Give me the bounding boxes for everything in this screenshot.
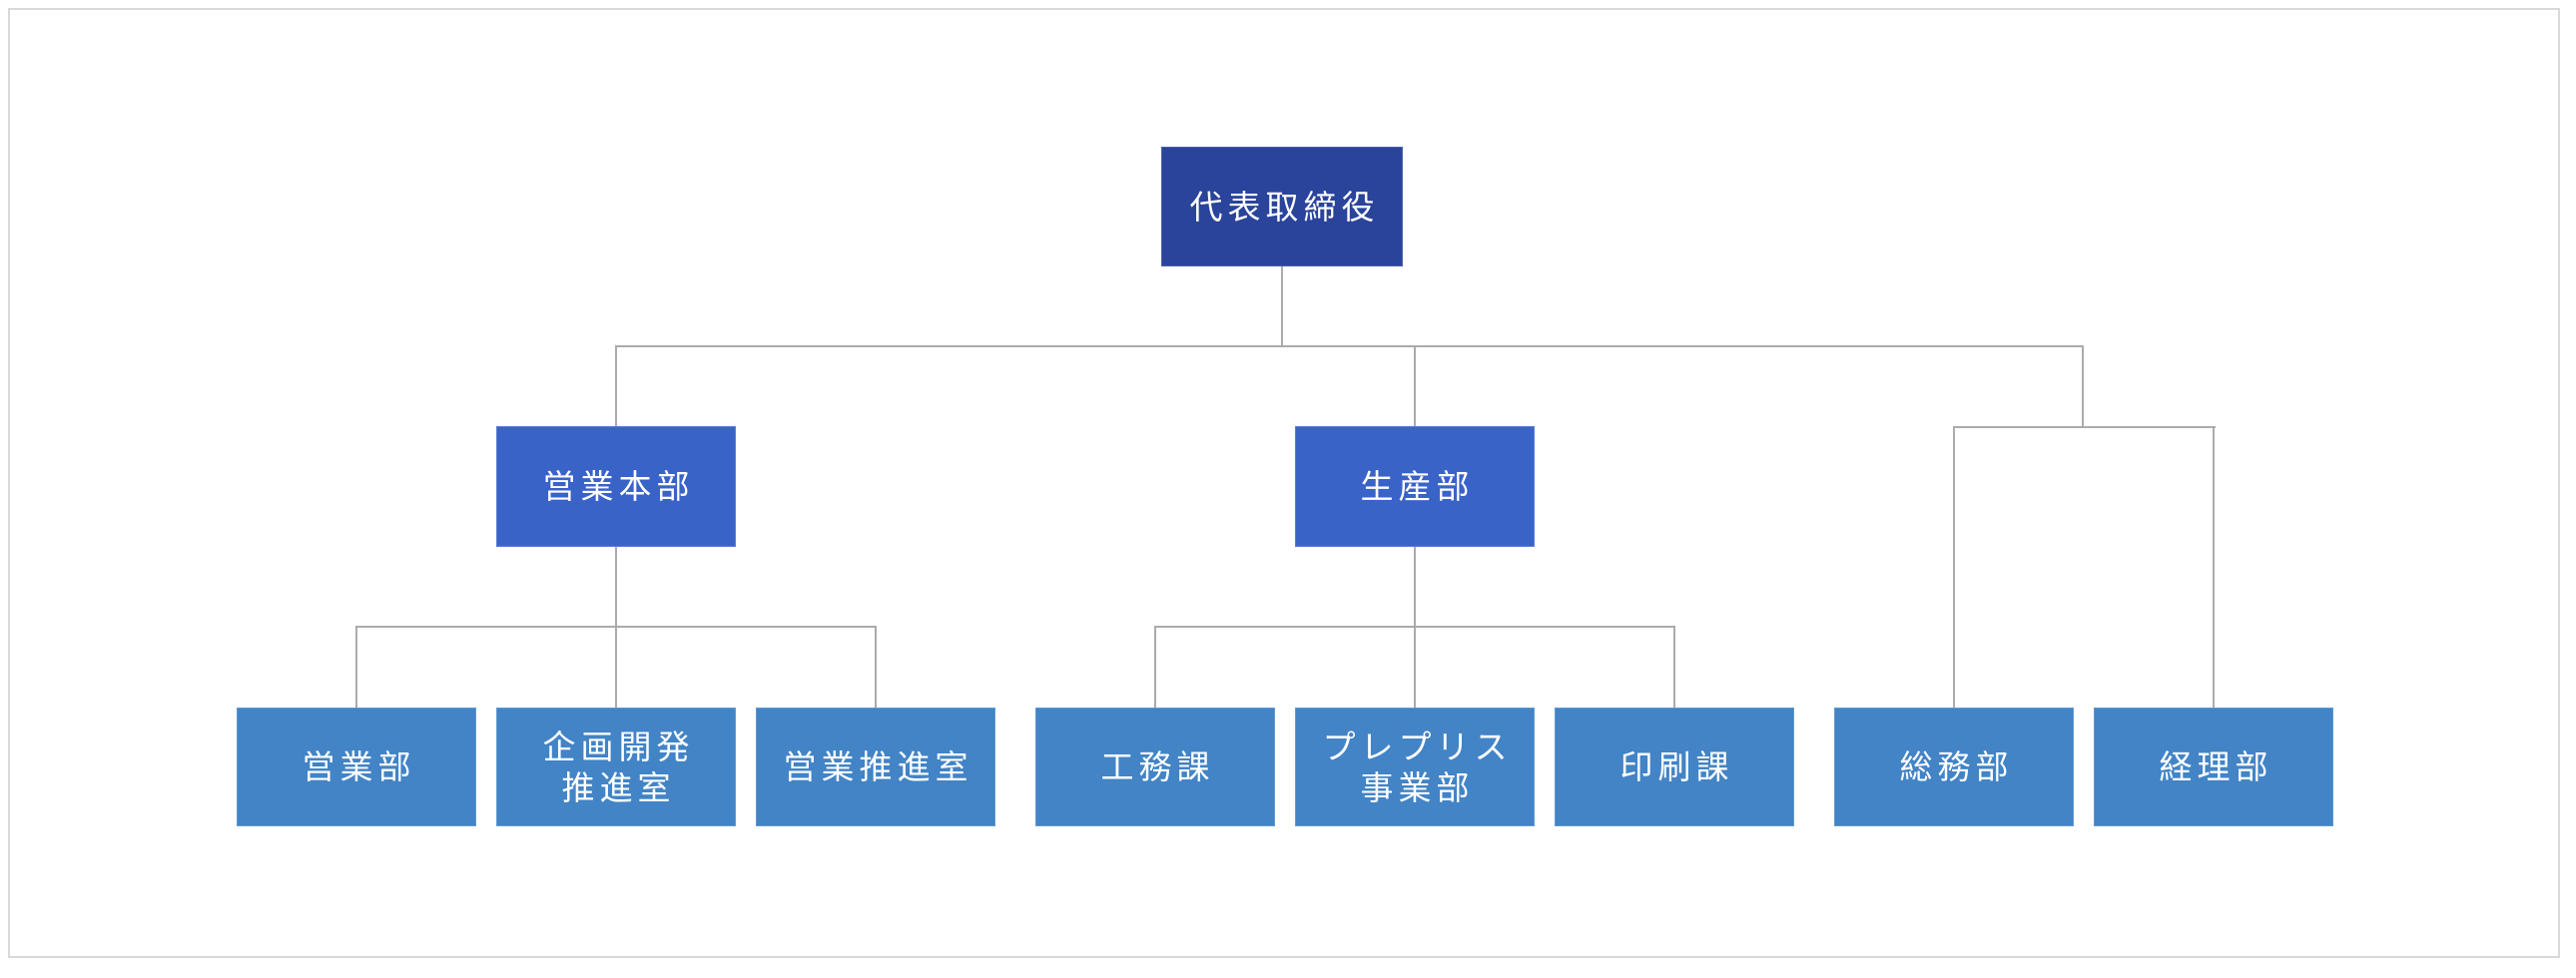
connector-sales-hq-drop (615, 345, 617, 426)
node-production-dept-label: 生産部 (1360, 468, 1475, 505)
node-sales-promotion-office-label: 営業推進室 (783, 748, 973, 785)
node-prepress-division-label-line1: プレプリス (1322, 728, 1513, 765)
connector-engineering-drop (1154, 626, 1156, 708)
node-sales-dept-label: 営業部 (302, 748, 416, 785)
node-sales-hq: 営業本部 (496, 426, 736, 547)
connector-right-horizontal (1953, 426, 2216, 428)
connector-production-drop (1414, 345, 1416, 426)
node-engineering-section-label: 工務課 (1100, 748, 1215, 785)
connector-right-branch-drop (2082, 345, 2084, 427)
connector-accounting-drop (2213, 426, 2215, 708)
node-planning-dev-office: 企画開発 推進室 (496, 708, 736, 826)
connector-main-horizontal (615, 345, 2084, 347)
node-sales-promotion-office: 営業推進室 (756, 708, 995, 826)
node-sales-dept: 営業部 (237, 708, 476, 826)
connector-sales-dept-drop (355, 626, 357, 708)
node-accounting-dept: 経理部 (2094, 708, 2333, 826)
connector-production-sub-horizontal (1154, 626, 1675, 628)
connector-printing-drop (1673, 626, 1675, 708)
node-president-label: 代表取締役 (1189, 188, 1380, 226)
node-sales-hq-label: 営業本部 (542, 468, 695, 505)
node-general-affairs-dept-label: 総務部 (1899, 748, 2014, 785)
node-prepress-division-label-line2: 事業部 (1360, 768, 1475, 806)
connector-root-drop (1281, 266, 1283, 347)
connector-sales-promotion-drop (875, 626, 877, 708)
connector-sales-sub-horizontal (355, 626, 877, 628)
node-engineering-section: 工務課 (1035, 708, 1275, 826)
node-printing-section: 印刷課 (1555, 708, 1794, 826)
node-production-dept: 生産部 (1295, 426, 1535, 547)
node-president: 代表取締役 (1161, 147, 1403, 266)
node-planning-dev-office-label-line1: 企画開発 (542, 728, 695, 765)
node-planning-dev-office-label-line2: 推進室 (561, 768, 676, 806)
node-accounting-dept-label: 経理部 (2159, 748, 2273, 785)
node-printing-section-label: 印刷課 (1619, 748, 1734, 785)
connector-general-affairs-drop (1953, 426, 1955, 708)
node-general-affairs-dept: 総務部 (1834, 708, 2074, 826)
node-prepress-division: プレプリス 事業部 (1295, 708, 1535, 826)
